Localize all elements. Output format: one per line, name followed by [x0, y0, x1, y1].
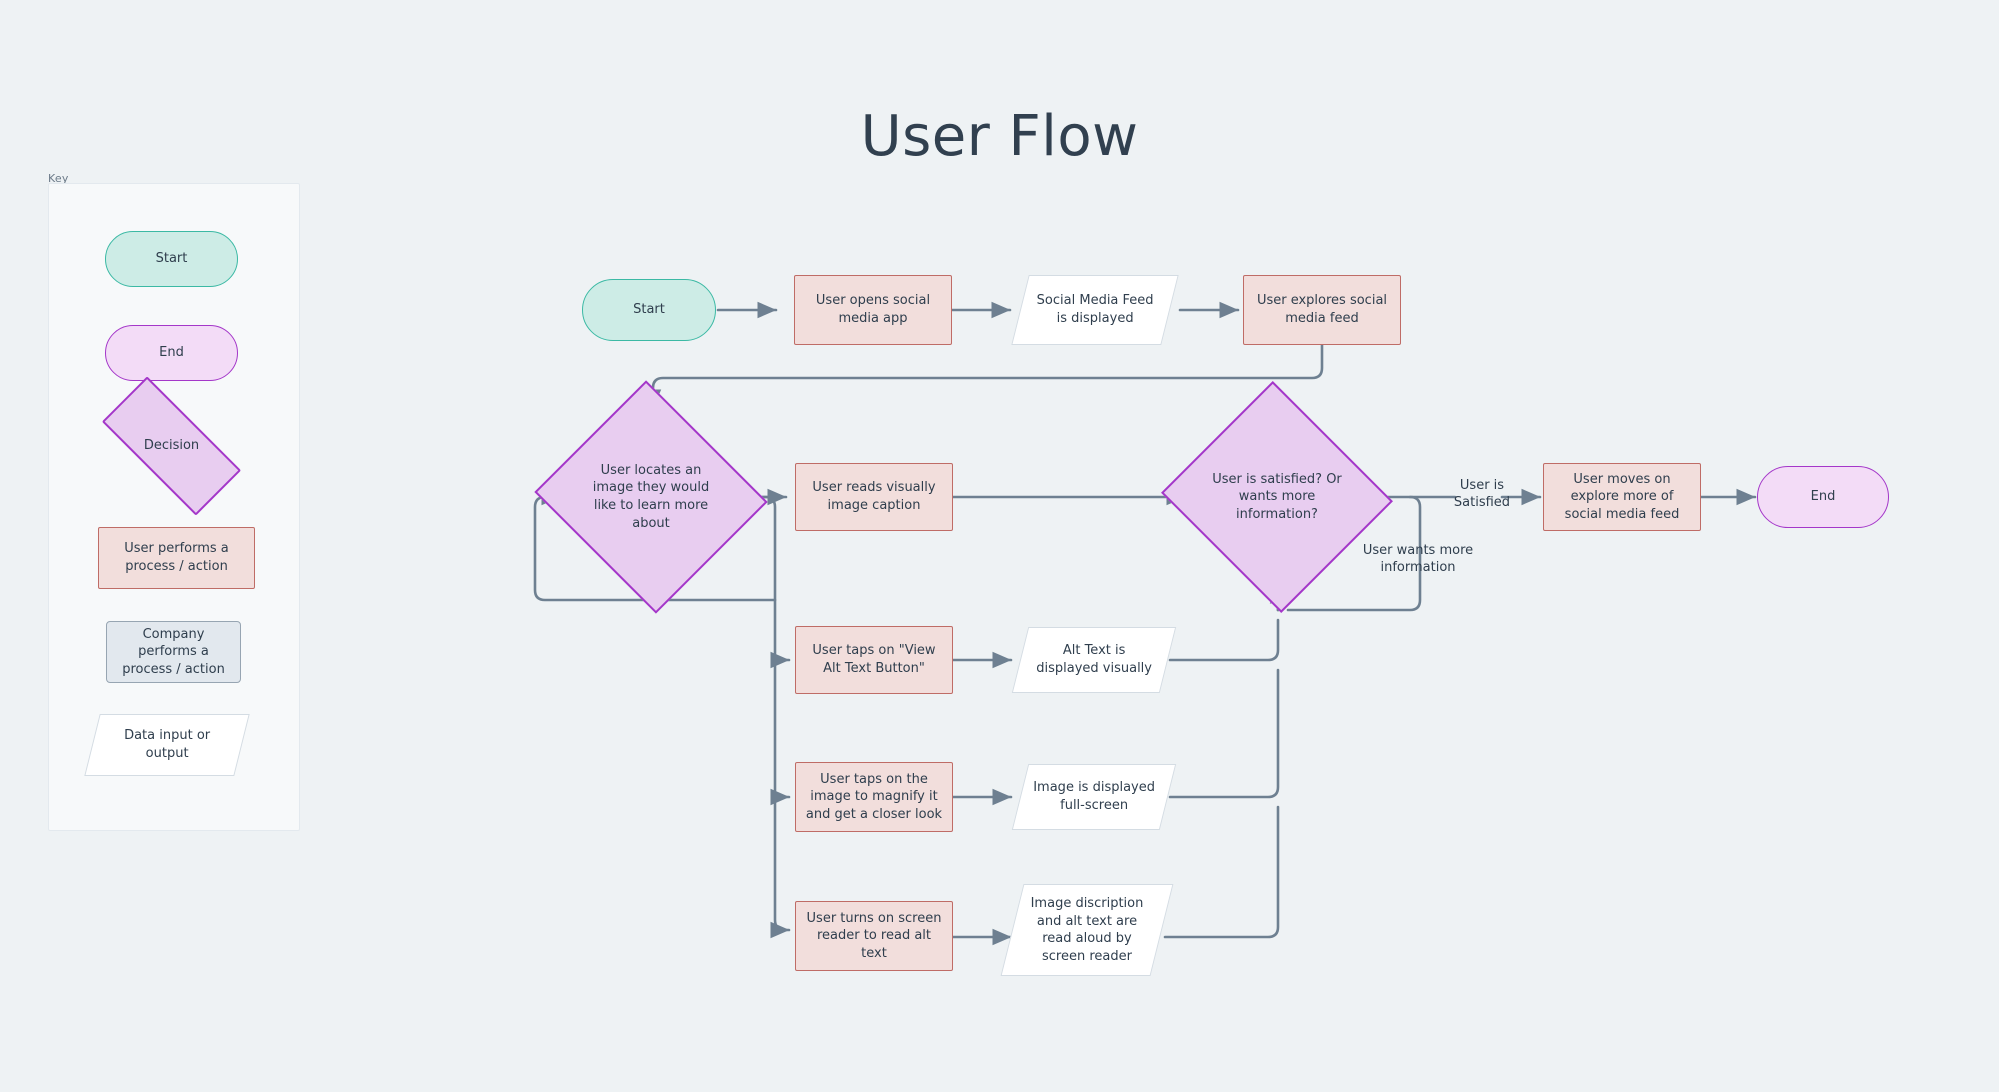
node-feed-displayed[interactable]: Social Media Feed is displayed [1011, 275, 1179, 345]
node-open-app[interactable]: User opens social media app [794, 275, 952, 345]
node-end-label: End [1810, 489, 1836, 505]
node-moves-on[interactable]: User moves on explore more of social med… [1543, 463, 1701, 531]
node-feed-displayed-label: Social Media Feed is displayed [1036, 293, 1154, 326]
node-read-aloud[interactable]: Image discription and alt text are read … [1000, 884, 1174, 976]
key-item-company-process-label: Company performs a process / action [122, 626, 225, 677]
node-taps-magnify-label: User taps on the image to magnify it and… [805, 771, 943, 822]
node-taps-alt-text-label: User taps on "View Alt Text Button" [812, 643, 936, 676]
node-reads-caption[interactable]: User reads visually image caption [795, 463, 953, 531]
node-start[interactable]: Start [582, 279, 716, 341]
node-screen-reader[interactable]: User turns on screen reader to read alt … [795, 901, 953, 971]
edge-alt-text-to-riser [1168, 618, 1280, 662]
key-item-end: End [105, 325, 238, 381]
node-satisfied-label: User is satisfied? Or wants more informa… [1212, 471, 1342, 522]
key-panel-label: Key [48, 172, 69, 185]
node-explores-feed[interactable]: User explores social media feed [1243, 275, 1401, 345]
node-image-fullscreen-label: Image is displayed full-screen [1033, 780, 1155, 813]
key-item-start-label: Start [155, 251, 188, 267]
node-taps-magnify[interactable]: User taps on the image to magnify it and… [795, 762, 953, 832]
node-locates-image-label: User locates an image they would like to… [592, 462, 710, 531]
node-open-app-label: User opens social media app [815, 293, 931, 326]
edge-explores-to-locates [644, 343, 1324, 410]
edge-branch-trunk-to-screen-reader [743, 495, 791, 939]
key-item-start: Start [105, 231, 238, 287]
node-start-label: Start [633, 302, 665, 318]
key-item-data-io-label: Data input or output [123, 728, 211, 761]
node-explores-feed-label: User explores social media feed [1256, 293, 1388, 326]
key-item-decision: Decision [101, 376, 242, 516]
edge-read-aloud-to-riser [1163, 805, 1280, 939]
node-alt-text-shown[interactable]: Alt Text is displayed visually [1011, 627, 1177, 693]
node-moves-on-label: User moves on explore more of social med… [1564, 471, 1680, 522]
edge-label-satisfied-yes: User is Satisfied [1453, 478, 1511, 510]
page-title: User Flow [860, 104, 1139, 169]
node-end[interactable]: End [1757, 466, 1889, 528]
node-alt-text-shown-label: Alt Text is displayed visually [1036, 643, 1152, 676]
key-item-user-process-label: User performs a process / action [124, 541, 229, 574]
node-satisfied[interactable]: User is satisfied? Or wants more informa… [1161, 381, 1393, 613]
key-item-company-process: Company performs a process / action [106, 621, 241, 683]
node-screen-reader-label: User turns on screen reader to read alt … [806, 910, 942, 961]
node-reads-caption-label: User reads visually image caption [812, 480, 936, 513]
key-item-user-process: User performs a process / action [98, 527, 255, 589]
edge-label-satisfied-more: User wants more information [1362, 543, 1474, 575]
node-image-fullscreen[interactable]: Image is displayed full-screen [1011, 764, 1177, 830]
key-item-data-io: Data input or output [84, 714, 250, 776]
node-locates-image[interactable]: User locates an image they would like to… [534, 380, 768, 614]
node-taps-alt-text[interactable]: User taps on "View Alt Text Button" [795, 626, 953, 694]
node-read-aloud-label: Image discription and alt text are read … [1030, 895, 1144, 964]
key-item-decision-label: Decision [143, 438, 200, 454]
key-item-end-label: End [159, 345, 184, 361]
edge-fullscreen-to-riser [1168, 668, 1280, 799]
